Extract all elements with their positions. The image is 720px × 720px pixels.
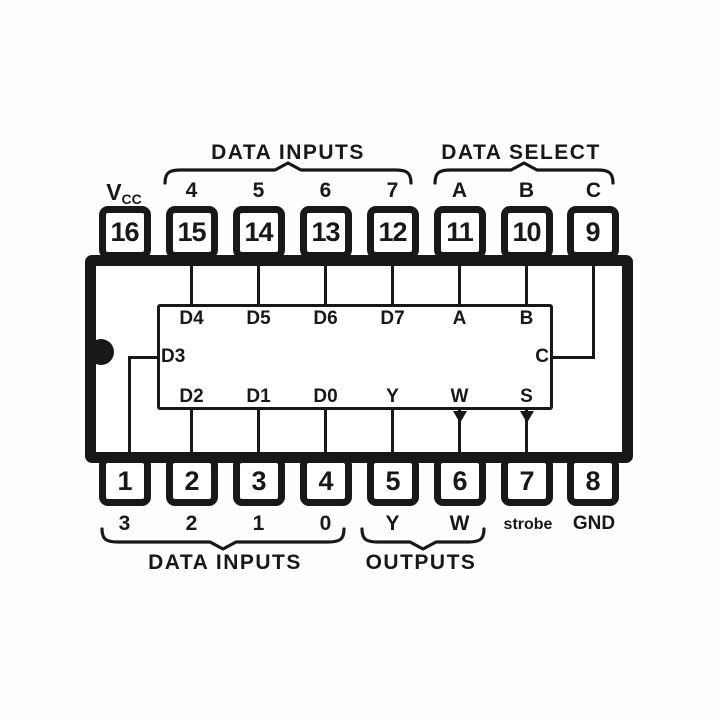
pin-16: 16 (98, 206, 151, 259)
internal-label-w: W (450, 386, 469, 407)
brace-data-select (433, 161, 615, 185)
brace-outputs (360, 527, 486, 551)
internal-label-d7: D7 (380, 308, 405, 329)
signal-label-pin11: A (451, 179, 468, 202)
lead-pin12 (391, 266, 394, 307)
internal-label-d1: D1 (246, 386, 271, 407)
brace-top-data-inputs (163, 161, 413, 185)
signal-label-pin7-strobe: strobe (503, 516, 553, 533)
group-label-outputs: OUTPUTS (365, 551, 477, 574)
signal-label-pin12: 7 (386, 179, 399, 202)
pin-7: 7 (500, 456, 553, 506)
lead-pin13 (324, 266, 327, 307)
signal-label-pin6: W (449, 512, 470, 535)
arrowhead-s-lead (519, 411, 534, 423)
signal-label-pin2: 2 (185, 512, 198, 535)
pin-11: 11 (433, 206, 486, 259)
pin-3: 3 (232, 456, 285, 506)
lead-pin1-horizontal (128, 356, 160, 359)
signal-label-pin13: 6 (319, 179, 332, 202)
internal-label-c: C (535, 346, 549, 367)
internal-label-d2: D2 (179, 386, 204, 407)
lead-pin10 (525, 266, 528, 307)
internal-label-y: Y (386, 386, 399, 407)
internal-label-d5: D5 (246, 308, 271, 329)
signal-label-pin9: C (585, 179, 602, 202)
signal-label-pin10: B (518, 179, 535, 202)
pin-9: 9 (566, 206, 619, 259)
vcc-label: VCC (94, 179, 154, 207)
pin-1: 1 (98, 456, 151, 506)
pin-12: 12 (366, 206, 419, 259)
lead-pin14 (257, 266, 260, 307)
signal-label-pin14: 5 (252, 179, 265, 202)
lead-pin6 (458, 408, 461, 456)
signal-label-pin3: 1 (252, 512, 265, 535)
arrowhead-w-lead (452, 411, 467, 423)
pin-2: 2 (165, 456, 218, 506)
pin-8: 8 (566, 456, 619, 506)
lead-pin5 (391, 408, 394, 456)
function-box (157, 304, 553, 410)
internal-label-a: A (452, 308, 467, 329)
signal-label-pin8-gnd: GND (572, 513, 616, 534)
internal-label-s: S (520, 386, 533, 407)
pin-14: 14 (232, 206, 285, 259)
lead-pin7 (525, 408, 528, 456)
signal-label-pin15: 4 (185, 179, 198, 202)
pin1-notch-indicator (88, 339, 114, 365)
lead-pin2 (190, 408, 193, 456)
internal-label-d6: D6 (313, 308, 338, 329)
vcc-subscript: CC (121, 191, 142, 207)
pin-4: 4 (299, 456, 352, 506)
brace-bottom-data-inputs (100, 527, 346, 551)
lead-pin15 (190, 266, 193, 307)
lead-pin9-vertical (592, 266, 595, 359)
lead-pin11 (458, 266, 461, 307)
internal-label-d4: D4 (179, 308, 204, 329)
lead-pin1-vertical (128, 356, 131, 456)
lead-pin9-horizontal (553, 356, 595, 359)
internal-label-b: B (519, 308, 534, 329)
pin-5: 5 (366, 456, 419, 506)
group-label-top-data-inputs: DATA INPUTS (211, 141, 365, 164)
lead-pin3 (257, 408, 260, 456)
pin-10: 10 (500, 206, 553, 259)
pin-6: 6 (433, 456, 486, 506)
vcc-main: V (106, 179, 122, 205)
group-label-bottom-data-inputs: DATA INPUTS (148, 551, 302, 574)
signal-label-pin5: Y (385, 512, 400, 535)
pin-13: 13 (299, 206, 352, 259)
signal-label-pin4: 0 (319, 512, 332, 535)
lead-pin4 (324, 408, 327, 456)
pin-15: 15 (165, 206, 218, 259)
group-label-data-select: DATA SELECT (441, 141, 601, 164)
signal-label-pin1: 3 (118, 512, 131, 535)
internal-label-d0: D0 (313, 386, 338, 407)
internal-label-d3: D3 (161, 346, 186, 367)
